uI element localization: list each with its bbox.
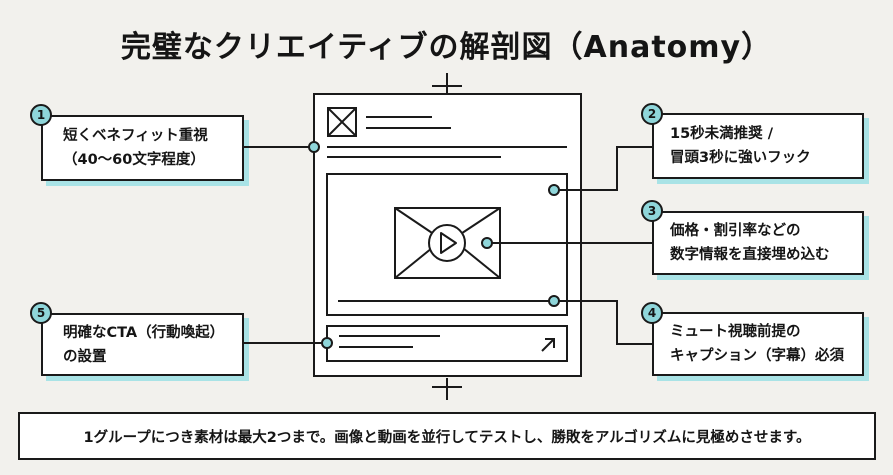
callout-1-badge: 1 [30, 104, 52, 126]
callout-3-line-2: 数字情報を直接埋め込む [670, 247, 830, 263]
callout-4-line-2: キャプション（字幕）必須 [670, 348, 844, 364]
play-icon [428, 224, 466, 262]
diagram-title: 完璧なクリエイティブの解剖図（Anatomy） [120, 30, 773, 65]
callout-5: 明確なCTA（行動喚起） の設置 [41, 313, 244, 376]
callout-3: 価格・割引率などの 数字情報を直接埋め込む [652, 211, 864, 275]
callout-5-line-1: 明確なCTA（行動喚起） [63, 324, 225, 341]
callout-1: 短くベネフィット重視 （40〜60文字程度） [41, 115, 244, 181]
callout-3-badge: 3 [641, 200, 663, 222]
anchor-dots [308, 141, 560, 349]
callout-1-line-2: （40〜60文字程度） [63, 152, 205, 168]
callout-4: ミュート視聴前提の キャプション（字幕）必須 [652, 312, 864, 376]
footer-text: 1グループにつき素材は最大2つまで。画像と動画を並行してテストし、勝敗をアルゴリ… [83, 429, 811, 446]
callout-2-badge: 2 [641, 103, 663, 125]
callout-2-line-2: 冒頭3秒に強いフック [670, 150, 811, 166]
callout-4-badge: 4 [641, 302, 663, 324]
cta-lines [339, 335, 440, 348]
callout-2: 15秒未満推奨 / 冒頭3秒に強いフック [652, 113, 864, 179]
arrow-up-right-icon [541, 338, 555, 352]
callout-5-badge: 5 [30, 302, 52, 324]
footer-note: 1グループにつき素材は最大2つまで。画像と動画を並行してテストし、勝敗をアルゴリ… [18, 412, 876, 460]
callout-5-line-2: の設置 [63, 348, 107, 365]
headline-lines [327, 116, 567, 158]
image-placeholder-icon [327, 107, 357, 137]
crosshair-icon [432, 378, 462, 400]
callout-3-line-1: 価格・割引率などの [670, 223, 801, 239]
callout-2-line-1: 15秒未満推奨 / [670, 126, 774, 142]
callout-4-line-1: ミュート視聴前提の [670, 324, 801, 340]
cta-bar [326, 325, 568, 362]
callout-1-line-1: 短くベネフィット重視 [63, 128, 208, 144]
connector-lines [244, 146, 652, 345]
